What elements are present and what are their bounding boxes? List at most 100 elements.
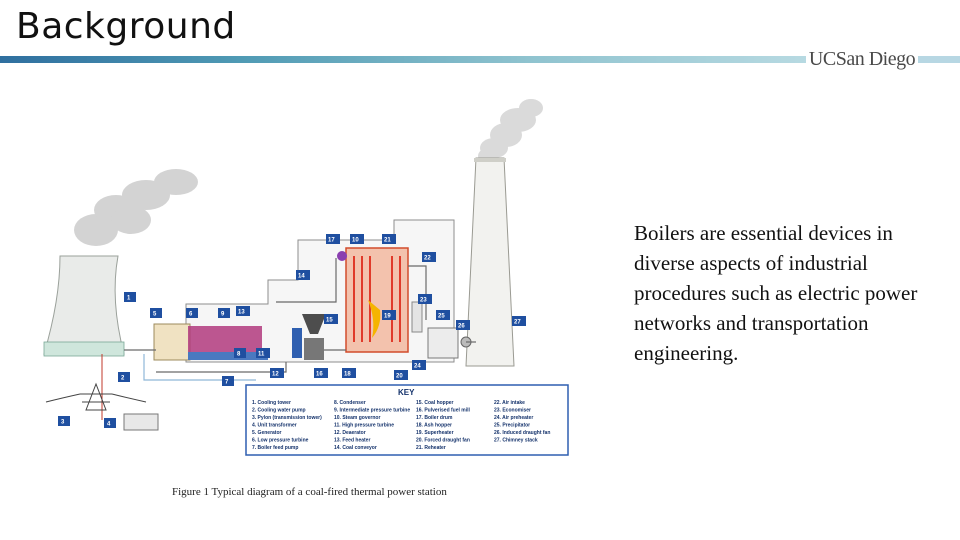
key-item: 5. Generator [252,430,282,436]
key-item: 3. Pylon (transmission tower) [252,415,322,421]
transmission-pylon [45,382,147,411]
marker-23: 23 [418,294,432,304]
key-item: 12. Deaerator [334,430,366,436]
marker-26: 26 [456,320,470,330]
key-items: 1. Cooling tower 2. Cooling water pump3. … [252,400,550,451]
marker-27: 27 [512,316,526,326]
air-preheater [411,301,423,333]
key-item: 10. Steam governor [334,415,380,421]
marker-9: 9 [218,308,230,318]
furnace-flame [368,300,381,338]
svg-text:27: 27 [514,320,521,326]
svg-text:6: 6 [189,312,193,318]
svg-text:12: 12 [272,372,279,378]
title-accent-bar [0,56,960,63]
power-station-diagram: 1 2 3 4 5 6 7 8 9 10 11 12 13 14 15 16 1… [43,99,569,456]
cooling-tower-smoke [74,169,198,246]
marker-17: 17 [326,234,340,244]
svg-text:2: 2 [121,376,125,382]
svg-text:10: 10 [352,238,359,244]
key-item: 14. Coal conveyor [334,445,377,451]
ucsd-logo: UCSan Diego [806,48,918,70]
key-item: 16. Pulverised fuel mill [416,408,471,414]
unit-transformer [123,413,159,431]
marker-8: 8 [234,348,246,358]
key-item: 21. Reheater [416,445,446,451]
svg-text:5: 5 [153,312,157,318]
marker-25: 25 [436,310,450,320]
boiler-tubes [353,256,401,342]
svg-text:19: 19 [384,314,391,320]
boiler-drum [337,251,347,261]
chimney-stack [465,157,515,367]
figure-caption: Figure 1 Typical diagram of a coal-fired… [172,486,447,498]
marker-7: 7 [222,376,234,386]
marker-21: 21 [382,234,396,244]
svg-text:9: 9 [221,312,225,318]
marker-4: 4 [104,418,116,428]
marker-19: 19 [382,310,396,320]
turbine-set [188,326,262,352]
marker-18: 18 [342,368,356,378]
svg-text:11: 11 [258,352,265,358]
chimney-smoke [478,99,543,164]
key-item: 27. Chimney stack [494,438,538,444]
diagram-markers: 1 2 3 4 5 6 7 8 9 10 11 12 13 14 15 16 1… [58,234,526,428]
marker-3: 3 [58,416,70,426]
key-item: 7. Boiler feed pump [252,445,298,451]
key-item: 17. Boiler drum [416,415,453,421]
svg-text:17: 17 [328,238,335,244]
svg-text:18: 18 [344,372,351,378]
marker-2: 2 [118,372,130,382]
key-item: 25. Precipitator [494,423,530,429]
key-item: 4. Unit transformer [252,423,297,429]
key-item: 19. Superheater [416,430,454,436]
svg-text:22: 22 [424,256,431,262]
svg-text:25: 25 [438,314,445,320]
key-item: 8. Condenser [334,400,366,406]
svg-text:20: 20 [396,374,403,380]
svg-text:7: 7 [225,380,229,386]
marker-6: 6 [186,308,198,318]
marker-1: 1 [124,292,136,302]
key-item: 9. Intermediate pressure turbine [334,408,410,414]
marker-22: 22 [422,252,436,262]
precipitator [427,327,459,359]
boiler [345,247,409,353]
svg-text:23: 23 [420,298,427,304]
key-item: 6. Low pressure turbine [252,438,309,444]
marker-14: 14 [296,270,310,280]
marker-20: 20 [394,370,408,380]
cooling-tower [43,255,125,355]
marker-11: 11 [256,348,270,358]
key-item: 22. Air intake [494,400,525,406]
svg-text:15: 15 [326,318,333,324]
deaerator [292,328,302,358]
marker-24: 24 [412,360,426,370]
marker-16: 16 [314,368,328,378]
marker-13: 13 [236,306,250,316]
logo-accent-bar [918,56,960,63]
key-item: 24. Air preheater [494,415,533,421]
svg-text:1: 1 [127,296,131,302]
body-paragraph: Boilers are essential devices in diverse… [634,221,918,365]
key-item: 20. Forced draught fan [416,438,470,444]
key-item: 15. Coal hopper [416,400,454,406]
svg-text:14: 14 [298,274,305,280]
svg-text:21: 21 [384,238,391,244]
key-item: 2. Cooling water pump [252,408,306,414]
pulverised-fuel-mill [304,338,324,360]
key-item: 18. Ash hopper [416,423,452,429]
logo-wordmark: UCSan Diego [808,47,916,70]
key-item: 13. Feed heater [334,438,370,444]
key-item: 23. Economiser [494,408,531,414]
svg-text:16: 16 [316,372,323,378]
svg-text:24: 24 [414,364,421,370]
key-item: 11. High pressure turbine [334,423,394,429]
key-item: 1. Cooling tower [252,400,291,406]
slide-title: Background [16,6,236,47]
marker-5: 5 [150,308,162,318]
marker-12: 12 [270,368,284,378]
svg-text:26: 26 [458,324,465,330]
